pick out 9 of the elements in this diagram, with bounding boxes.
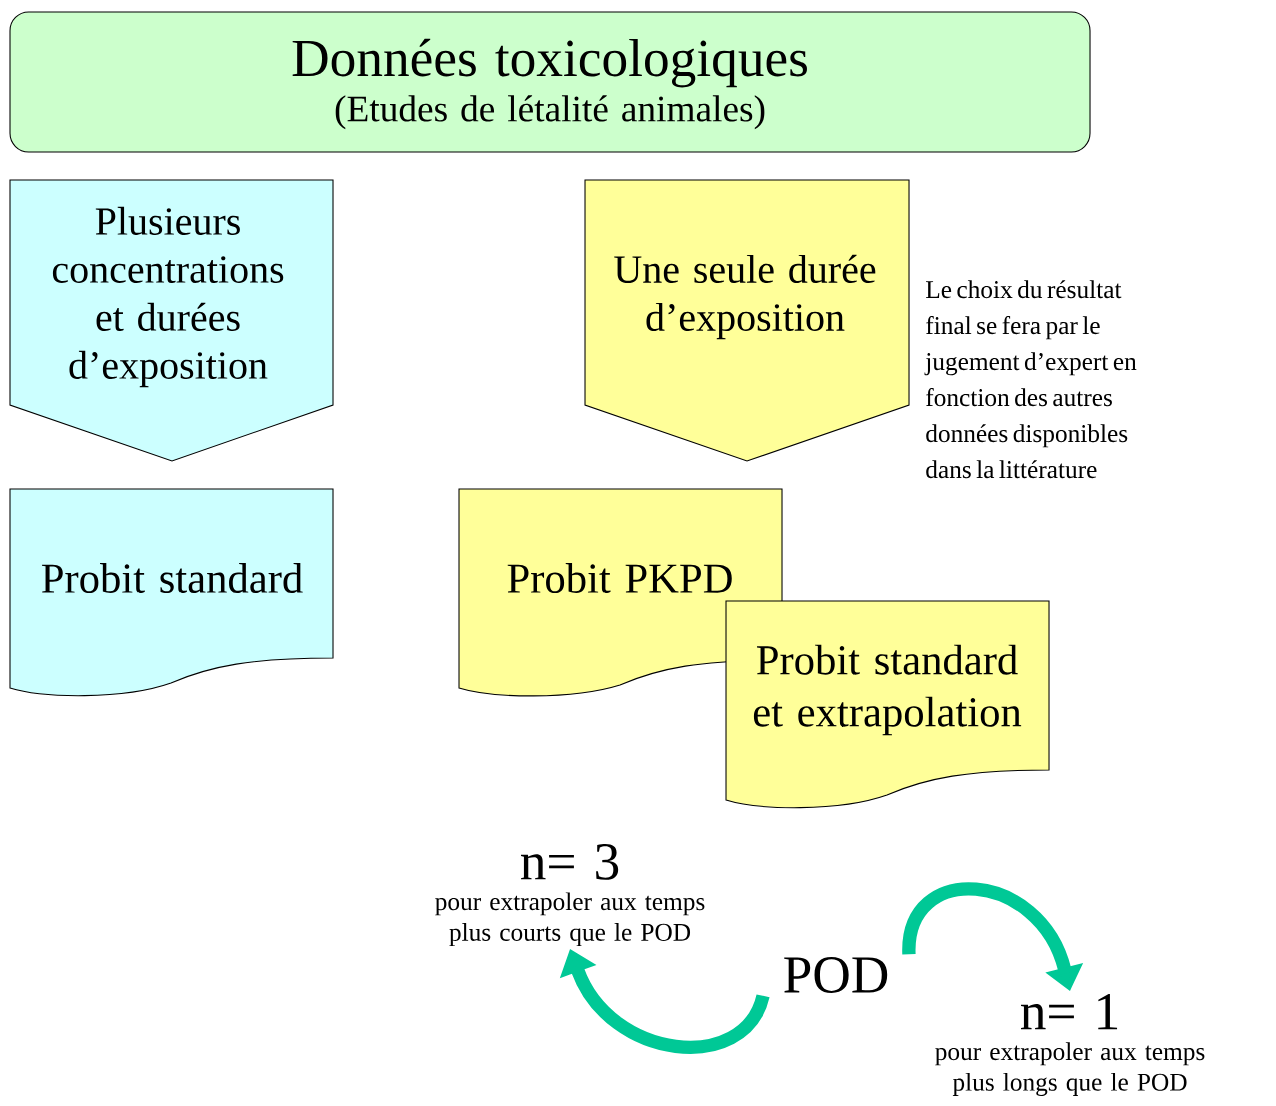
document-box: Probit standard et extrapolation	[725, 600, 1050, 809]
extrapolation-note: n= 3 pour extrapoler aux temps plus courts que le POD	[435, 844, 705, 947]
pod-label: POD	[784, 957, 888, 993]
side-note: Le choix du résultat final se fera par le jugement d’expert en fonction des autres données disponibles dans la littérature	[924, 280, 1137, 479]
title-box: Données toxicologiques (Etudes de létalité animales)	[9, 11, 1091, 153]
extrapolation-note: n= 1 pour extrapoler aux temps plus longs que le POD	[935, 994, 1205, 1096]
down-arrow-box: Une seule durée d’exposition	[584, 179, 910, 462]
down-arrow-box: Plusieurs concentrations et durées d’exposition	[9, 179, 334, 462]
document-box: Probit standard	[9, 488, 334, 697]
